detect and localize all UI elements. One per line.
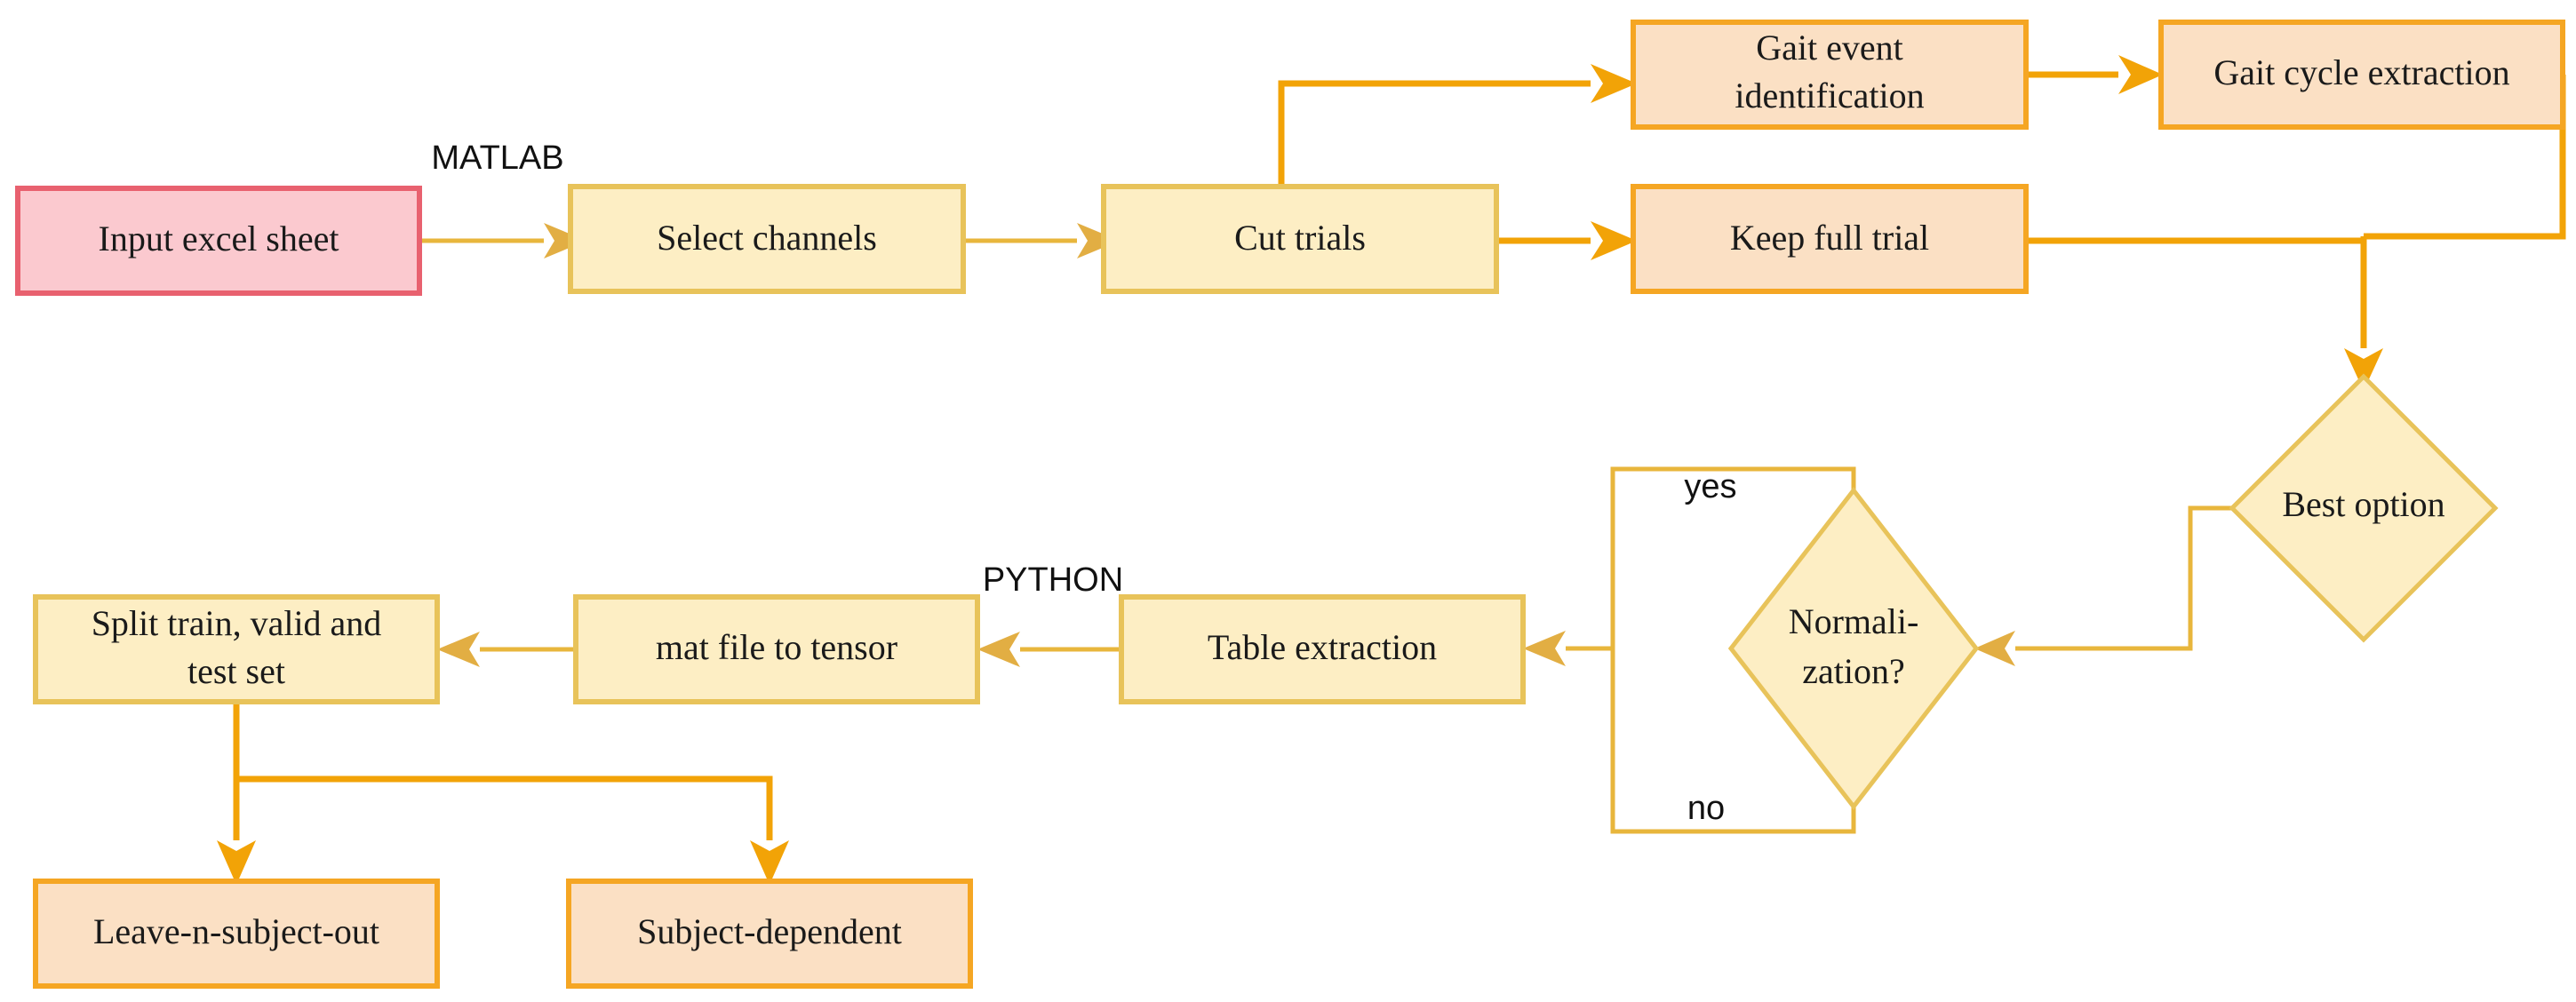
node-label-select-channels: Select channels	[657, 218, 877, 258]
node-mat-file-to-tensor[interactable]: mat file to tensor	[573, 594, 980, 704]
arrowhead-icon	[437, 632, 480, 667]
node-shape-rect	[15, 186, 422, 296]
arrowhead-icon	[217, 840, 256, 885]
edge-mat-file-to-split	[437, 632, 576, 667]
node-shape-rect	[1101, 184, 1499, 294]
node-gait-event-identification[interactable]: Gait event identification	[1631, 20, 2029, 130]
node-label-split-line2: test set	[187, 651, 285, 691]
node-shape-rect	[573, 594, 980, 704]
node-shape-rect	[33, 879, 440, 989]
edge-input-to-select	[419, 223, 586, 258]
edge-normalization-yes	[1610, 466, 1856, 648]
edge-split-to-outputs	[217, 702, 789, 885]
node-shape-diamond	[1727, 486, 1980, 811]
node-label-gait-event-identification-line2: identification	[1735, 76, 1924, 115]
node-shape-rect	[568, 184, 966, 294]
edge-normalization-no	[1610, 648, 1856, 834]
arrowhead-icon	[1591, 64, 1637, 103]
arrowhead-icon	[1591, 221, 1637, 260]
node-leave-n-subject-out[interactable]: Leave-n-subject-out	[33, 879, 440, 989]
stage-label-matlab: MATLAB	[431, 139, 563, 177]
node-input-excel-sheet[interactable]: Input excel sheet	[15, 186, 422, 296]
node-shape-rect	[2158, 20, 2565, 130]
edge-select-to-cut	[963, 223, 1120, 258]
node-shape-rect	[566, 879, 973, 989]
node-label-normalization-line1: Normali-	[1789, 601, 1919, 641]
node-shape-rect	[1119, 594, 1526, 704]
stage-label-python: PYTHON	[983, 561, 1123, 599]
node-label-subject-dependent: Subject-dependent	[637, 911, 902, 951]
arrowhead-icon	[977, 632, 1020, 667]
edge-gait-event-to-gait-cycle	[2026, 55, 2163, 94]
node-label-normalization-line2: zation?	[1802, 651, 1905, 691]
node-subject-dependent[interactable]: Subject-dependent	[566, 879, 973, 989]
arrowhead-icon	[2118, 55, 2163, 94]
arrowhead-icon	[2344, 348, 2383, 391]
arrowhead-icon	[1523, 631, 1566, 666]
node-cut-trials[interactable]: Cut trials	[1101, 184, 1499, 294]
node-select-channels[interactable]: Select channels	[568, 184, 966, 294]
arrowhead-icon	[1974, 631, 2015, 666]
node-label-keep-full-trial: Keep full trial	[1730, 218, 1929, 258]
arrowhead-icon	[1077, 223, 1120, 258]
edge-table-to-mat-file	[977, 632, 1121, 667]
node-label-gait-cycle-extraction: Gait cycle extraction	[2213, 52, 2509, 92]
node-label-cut-trials: Cut trials	[1234, 218, 1366, 258]
node-table-extraction[interactable]: Table extraction	[1119, 594, 1526, 704]
node-split-train-valid-test-set[interactable]: Split train, valid and test set	[33, 594, 440, 704]
node-best-option[interactable]: Best option	[2229, 373, 2499, 643]
node-label-gait-event-identification-line1: Gait event	[1756, 28, 1903, 68]
node-label-best-option: Best option	[2282, 484, 2444, 524]
node-shape-diamond	[2229, 373, 2499, 643]
edge-cut-to-keep-full	[1496, 221, 1637, 260]
edge-best-option-to-normalization	[1974, 505, 2232, 666]
node-shape-rect	[33, 594, 440, 704]
edge-label-no: no	[1687, 790, 1725, 827]
node-label-input-excel-sheet: Input excel sheet	[99, 219, 339, 258]
edge-keep-full-to-best-option	[2026, 236, 2383, 391]
node-label-table-extraction: Table extraction	[1208, 627, 1437, 667]
node-label-mat-file-to-tensor: mat file to tensor	[656, 627, 897, 667]
node-label-leave-n-subject-out: Leave-n-subject-out	[93, 911, 379, 951]
arrowhead-icon	[750, 840, 789, 885]
edge-label-yes: yes	[1684, 468, 1736, 505]
arrowhead-icon	[544, 223, 586, 258]
edge-normalization-to-table	[1523, 631, 1613, 666]
edge-cut-to-gait-event	[1278, 64, 1637, 187]
node-gait-cycle-extraction[interactable]: Gait cycle extraction	[2158, 20, 2565, 130]
node-keep-full-trial[interactable]: Keep full trial	[1631, 184, 2029, 294]
connectors-layer	[217, 55, 2566, 885]
node-shape-rect	[1631, 20, 2029, 130]
node-shape-rect	[1631, 184, 2029, 294]
node-normalization[interactable]: Normali- zation?	[1727, 486, 1980, 811]
node-label-split-line1: Split train, valid and	[92, 603, 382, 643]
